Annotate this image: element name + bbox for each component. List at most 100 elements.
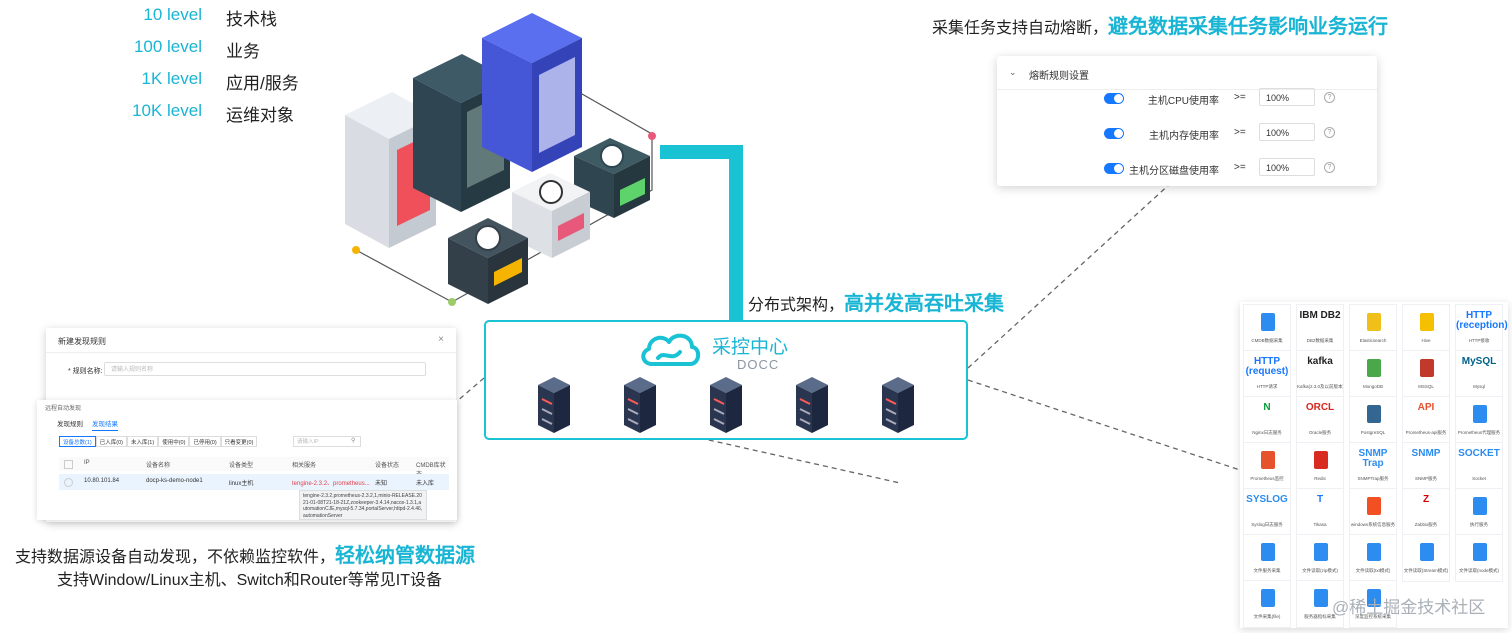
fuse-rule-value-input[interactable]: 100% [1259,158,1315,176]
arch-caption: 分布式架构，高并发高吞吐采集 [748,287,1004,316]
rule-name-input[interactable]: 请输入规则名称 [104,362,426,376]
chevron-down-icon[interactable]: ⌄ [1009,67,1017,77]
cell-service[interactable]: tengine-2.3.2、prometheus... [292,481,370,487]
plugin-tile[interactable]: 深度监控系统采集 [1349,580,1397,628]
filter-unstored[interactable]: 未入库(1) [126,436,159,447]
filter-disabled[interactable]: 已停用(0) [189,436,221,447]
plugin-tile[interactable]: 文件读取(Stream模式) [1402,534,1450,582]
plugin-name: Zabbix服务 [1414,522,1438,527]
help-icon[interactable]: ? [1324,162,1335,173]
tab-discovery-rules[interactable]: 发现规则 [57,421,83,428]
discovery-caption-line2: 支持Window/Linux主机、Switch和Router等常见IT设备 [57,572,442,589]
fuse-panel-header[interactable]: ⌄ 熔断规则设置 [997,56,1377,90]
filter-in-use[interactable]: 使用中(0) [158,436,190,447]
node-dot [352,246,360,254]
plugin-tile[interactable]: Redis [1296,442,1344,490]
plugin-logo: T [1316,494,1324,505]
connector-to-discovery [455,377,485,403]
plugin-tile[interactable]: Elasticsearch [1349,304,1397,352]
docc-subtitle: DOCC [737,357,780,372]
scale-label: 运维对象 [226,106,294,125]
plugin-tile[interactable]: windows系统信息服务 [1349,488,1397,536]
cell-cmdb: 未入库 [416,481,435,487]
plugin-tile[interactable]: Prometheus代理服务 [1455,396,1503,444]
fuse-rule-name: 主机内存使用率 [1149,131,1219,142]
row-radio[interactable] [64,478,73,487]
fuse-rule-name: 主机分区磁盘使用率 [1129,166,1219,177]
filter-stored[interactable]: 已入库(0) [95,436,127,447]
plugin-name: Socket [1472,476,1486,481]
plugin-tile[interactable]: 文件采集(file) [1243,580,1291,628]
cell-ip: 10.80.101.84 [84,478,120,484]
plugin-tile[interactable]: 文件读取(node模式) [1455,534,1503,582]
fuse-rule-toggle[interactable] [1104,128,1124,139]
plugin-tile[interactable]: 文件读取(txt模式) [1349,534,1397,582]
plugin-tile[interactable]: CMDB数据采集 [1243,304,1291,352]
help-icon[interactable]: ? [1324,127,1335,138]
plugin-name: DB2数据采集 [1306,338,1334,343]
scale-level: 10K level [132,101,202,120]
filter-changed[interactable]: 只看变更(0) [220,436,258,447]
connector-to-plugins [967,379,1241,471]
plugin-tile[interactable]: 服务器指标采集 [1296,580,1344,628]
server-rack-icon [538,377,570,433]
redis-icon [1314,451,1328,469]
fuse-caption-prefix: 采集任务支持自动熔断， [932,20,1109,37]
plugin-name: 文件读取(node模式) [1458,568,1499,573]
plugin-name: Oracle服务 [1308,430,1332,435]
plugin-name: Nginx日志服务 [1252,430,1282,435]
fuse-rule-value-input[interactable]: 100% [1259,123,1315,141]
discovery-caption-highlight: 轻松纳管数据源 [335,545,476,567]
plugin-name: 文件读取(txt模式) [1355,568,1391,573]
plugin-name: MSSQL [1418,384,1434,389]
plugin-tile[interactable]: HTTP (reception)HTTP接收 [1455,304,1508,352]
rule-name-label: * 规则名称: [68,368,103,375]
search-icon[interactable]: ⚲ [351,438,356,444]
plugin-tile[interactable]: PostgreSQL [1349,396,1397,444]
plugin-tile[interactable]: MongoDB [1349,350,1397,398]
plugin-tile[interactable]: MSSQL [1402,350,1450,398]
fuse-rule-toggle[interactable] [1104,163,1124,174]
plugin-tile[interactable]: Hive [1402,304,1450,352]
fuse-rule-value-input[interactable]: 100% [1259,88,1315,106]
plugin-tile[interactable]: HTTP (request)HTTP请求 [1243,350,1291,398]
scale-level: 1K level [141,69,202,88]
doc-icon [1261,313,1275,331]
fuse-caption-highlight: 避免数据采集任务影响业务运行 [1108,16,1389,38]
select-all-checkbox[interactable] [64,460,73,469]
windows-icon [1367,497,1381,515]
arch-caption-highlight: 高并发高吞吐采集 [844,293,1005,315]
plugin-logo: IBM DB2 [1299,310,1341,321]
plugin-tile[interactable]: 文件服务采集 [1243,534,1291,582]
column-header: IP [84,460,90,466]
help-icon[interactable]: ? [1324,92,1335,103]
node-dot [448,298,456,306]
table-row[interactable]: 10.80.101.84 docp-ks-demo-node1 linux主机 … [59,474,449,490]
filter-all[interactable]: 设备总数(1) [59,436,96,447]
plugin-tile[interactable]: 文件读取(zip模式) [1296,534,1344,582]
plugin-name: 服务器指标采集 [1304,614,1336,619]
plugin-tile[interactable]: 执行服务 [1455,488,1503,536]
cell-status: 未知 [375,481,388,487]
close-icon[interactable]: × [438,334,444,345]
plugin-logo: SNMP [1411,448,1441,459]
plugin-tile[interactable]: Prometheus监控 [1243,442,1291,490]
prom-icon [1261,451,1275,469]
fan-unit [448,218,528,304]
fuse-rule-toggle[interactable] [1104,93,1124,104]
ip-search-input[interactable]: 请输入IP [293,436,361,447]
tab-discovery-results[interactable]: 发现结果 [92,418,118,431]
